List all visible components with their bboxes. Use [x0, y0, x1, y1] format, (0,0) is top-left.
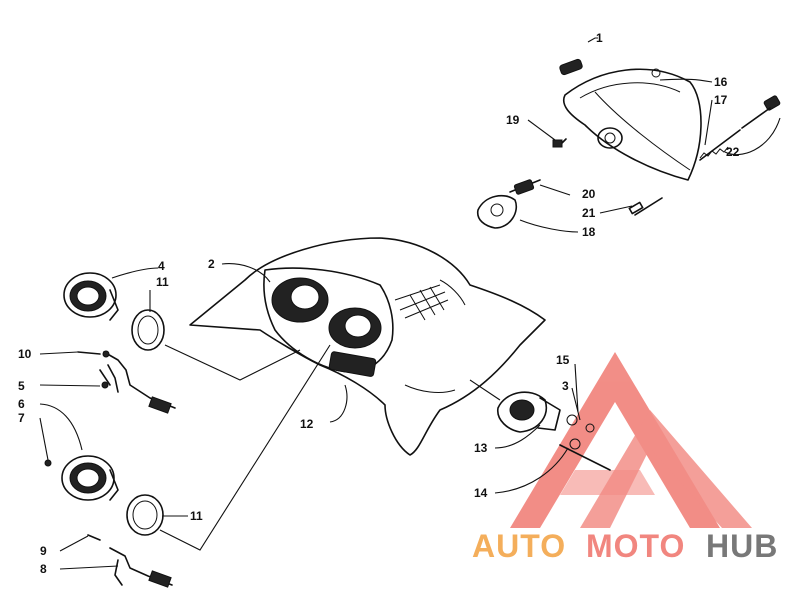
- callout-6: 6: [18, 397, 25, 411]
- callout-9: 9: [40, 544, 47, 558]
- callout-13: 13: [474, 441, 488, 455]
- callout-21: 21: [582, 206, 596, 220]
- callout-3: 3: [562, 379, 569, 393]
- callout-17: 17: [714, 93, 728, 107]
- gauge-lower: [44, 455, 164, 536]
- callout-1: 1: [596, 31, 603, 45]
- wire-harness-upper: [77, 350, 176, 414]
- watermark-hub: HUB: [706, 528, 778, 564]
- callout-11-upper: 11: [156, 275, 169, 289]
- callout-8: 8: [40, 562, 47, 576]
- watermark-auto: AUTO: [472, 528, 566, 564]
- headlight-housing: [476, 58, 781, 229]
- callout-14: 14: [474, 486, 488, 500]
- callout-7: 7: [18, 411, 25, 425]
- callout-2: 2: [208, 257, 215, 271]
- callout-22: 22: [726, 145, 740, 159]
- callout-15: 15: [556, 353, 570, 367]
- gauge-upper: [63, 272, 165, 351]
- callout-20: 20: [582, 187, 596, 201]
- watermark-moto: MOTO: [586, 528, 685, 564]
- watermark-logo: [510, 352, 752, 528]
- watermark-text: AUTO MOTO HUB: [472, 528, 778, 564]
- wire-harness-lower: [87, 534, 173, 588]
- callout-labels: 1 16 17 19 22 20 21 18 2 4 11 10 5 6 7 1…: [18, 31, 740, 576]
- callout-10: 10: [18, 347, 32, 361]
- callout-4: 4: [158, 259, 165, 273]
- callout-5: 5: [18, 379, 25, 393]
- leader-lines: [39, 37, 781, 570]
- callout-18: 18: [582, 225, 596, 239]
- accessory-light: [497, 391, 611, 471]
- dash-panel: [189, 237, 546, 456]
- callout-12: 12: [300, 417, 314, 431]
- callout-19: 19: [506, 113, 520, 127]
- callout-16: 16: [714, 75, 728, 89]
- callout-11-lower: 11: [190, 509, 203, 523]
